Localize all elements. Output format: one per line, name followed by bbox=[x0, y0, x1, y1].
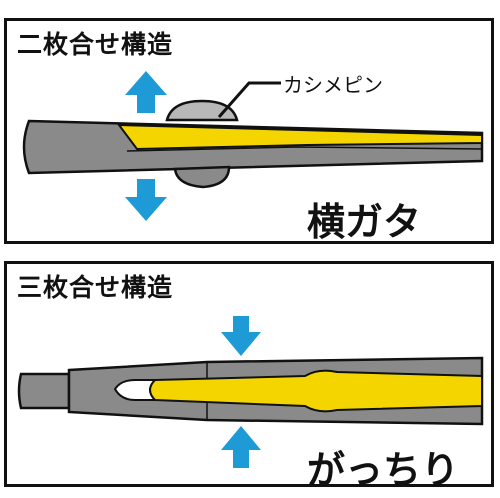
arrow-down-icon bbox=[221, 316, 261, 356]
panel-two-plate: 二枚合せ構造 カシメピン 横ガタ bbox=[4, 18, 494, 244]
rivet-pin-bottom bbox=[173, 165, 231, 189]
yellow-blade bbox=[149, 369, 483, 413]
panel-heading-three-plate: 三枚合せ構造 bbox=[17, 273, 174, 302]
result-label-lateral-play: 横ガタ bbox=[307, 200, 422, 244]
three-plate-illustration bbox=[17, 316, 484, 468]
panel-three-plate: 三枚合せ構造 がっちり bbox=[4, 261, 494, 492]
result-label-rigid: がっちり bbox=[307, 448, 460, 492]
two-plate-illustration bbox=[22, 71, 484, 221]
callout-label-rivet-pin: カシメピン bbox=[283, 73, 383, 97]
arrow-down-icon bbox=[125, 179, 167, 221]
arrow-up-icon bbox=[221, 426, 261, 468]
callout-leader bbox=[217, 81, 281, 118]
tool-tip bbox=[17, 372, 71, 410]
arrow-up-icon bbox=[125, 71, 167, 113]
panel-heading-two-plate: 二枚合せ構造 bbox=[17, 30, 174, 59]
yellow-blade bbox=[116, 123, 483, 151]
